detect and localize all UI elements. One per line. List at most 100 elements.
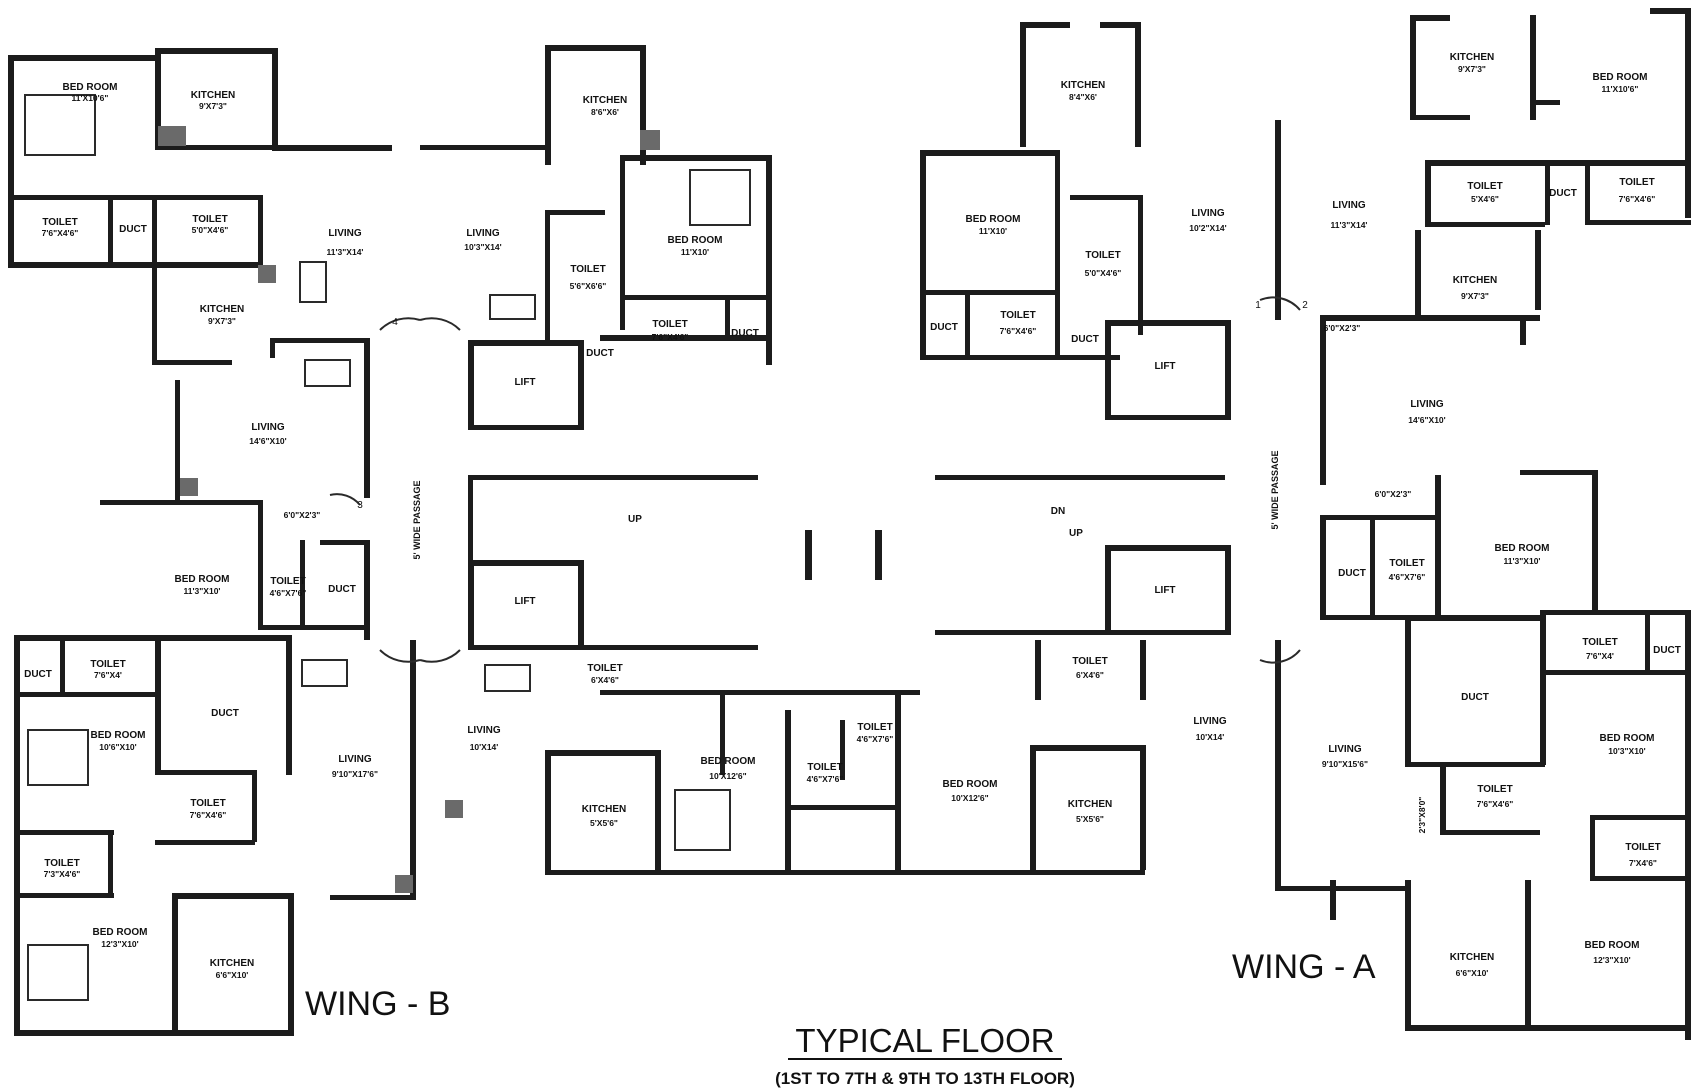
wb-toilet5-name: TOILET xyxy=(190,798,225,809)
wb-toilet11-name: TOILET xyxy=(857,722,892,733)
wb-toilet10-name: TOILET xyxy=(807,762,842,773)
wb-toilet3-name: TOILET xyxy=(270,576,305,587)
wa-toilet8-dim: 7'6"X4'6" xyxy=(1477,799,1514,809)
wb-kitchen1-dim: 9'X7'3" xyxy=(199,101,227,111)
wa-toilet7-name: TOILET xyxy=(1582,637,1617,648)
wa-bed5-name: BED ROOM xyxy=(1600,733,1655,744)
wa-duct1: DUCT xyxy=(930,322,958,333)
wb-toilet9-name: TOILET xyxy=(587,663,622,674)
wa-living4-name: LIVING xyxy=(1410,399,1444,410)
wb-toilet1-name: TOILET xyxy=(42,217,77,228)
wa-toilet4-dim: 5'X4'6" xyxy=(1471,194,1499,204)
wb-bed4-name: BED ROOM xyxy=(93,927,148,938)
wa-wall-dim: 2'3"X8'0" xyxy=(1417,797,1427,834)
wa-duct3: DUCT xyxy=(1549,188,1577,199)
point-1: 1 xyxy=(1255,300,1261,311)
wb-bed3-name: BED ROOM xyxy=(91,730,146,741)
wa-toilet2-dim: 7'6"X4'6" xyxy=(1000,326,1037,336)
wa-toilet9-dim: 7'X4'6" xyxy=(1629,858,1657,868)
wa-bed4-name: BED ROOM xyxy=(1495,543,1550,554)
wa-passage-label: 5' WIDE PASSAGE xyxy=(1270,451,1280,530)
wa-toilet6-dim: 4'6"X7'6" xyxy=(1389,572,1426,582)
wb-duct6: DUCT xyxy=(586,348,614,359)
wb-bed6-name: BED ROOM xyxy=(701,756,756,767)
wb-toilet8-dim: 7'6"X4'6" xyxy=(652,332,689,342)
wing-a-walls xyxy=(895,8,1691,1040)
wa-bed1-name: BED ROOM xyxy=(966,214,1021,225)
wa-toilet1-dim: 5'0"X4'6" xyxy=(1085,268,1122,278)
wb-living4-dim: 10'3"X14' xyxy=(464,242,501,252)
wb-duct3: DUCT xyxy=(24,669,52,680)
wb-bed1-name: BED ROOM xyxy=(63,82,118,93)
wa-kitchen3-dim: 9'X7'3" xyxy=(1458,64,1486,74)
wb-living3-name: LIVING xyxy=(338,754,372,765)
wb-toilet4-name: TOILET xyxy=(90,659,125,670)
wa-duct5: DUCT xyxy=(1461,692,1489,703)
wb-toilet9-dim: 6'X4'6" xyxy=(591,675,619,685)
wa-toilet5-dim: 7'6"X4'6" xyxy=(1619,194,1656,204)
wb-toilet6-dim: 7'3"X4'6" xyxy=(44,869,81,879)
wb-duct5: DUCT xyxy=(731,328,759,339)
wa-toilet1-name: TOILET xyxy=(1085,250,1120,261)
wb-bed3-dim: 10'6"X10' xyxy=(99,742,136,752)
wa-toilet9-name: TOILET xyxy=(1625,842,1660,853)
wb-toilet1-dim: 7'6"X4'6" xyxy=(42,228,79,238)
wa-duct6: DUCT xyxy=(1653,645,1681,656)
wa-living2-name: LIVING xyxy=(1193,716,1227,727)
wb-kitchen5-dim: 5'X5'6" xyxy=(590,818,618,828)
wing-a-label: WING - A xyxy=(1232,948,1376,986)
wa-living2-dim: 10'X14' xyxy=(1196,732,1225,742)
wb-bed6-dim: 10'X12'6" xyxy=(709,771,746,781)
wb-kitchen2-name: KITCHEN xyxy=(200,304,244,315)
wa-toilet2-name: TOILET xyxy=(1000,310,1035,321)
wb-kitchen1-name: KITCHEN xyxy=(191,90,235,101)
wb-bed4-dim: 12'3"X10' xyxy=(101,939,138,949)
wa-kitchen3-name: KITCHEN xyxy=(1450,52,1494,63)
wing-b-labels: BED ROOM 11'X10'6" KITCHEN 9'X7'3" TOILE… xyxy=(24,82,893,980)
wa-passage-dim: 6'0"X2'3" xyxy=(1324,323,1361,333)
wb-living2-dim: 14'6"X10' xyxy=(249,436,286,446)
wing-b-label: WING - B xyxy=(305,985,450,1023)
wb-kitchen5-name: KITCHEN xyxy=(582,804,626,815)
wb-toilet2-dim: 5'0"X4'6" xyxy=(192,225,229,235)
wb-kitchen4-name: KITCHEN xyxy=(583,95,627,106)
wb-bed1-dim: 11'X10'6" xyxy=(72,93,109,103)
wa-living4-dim: 14'6"X10' xyxy=(1408,415,1445,425)
wa-kitchen1-dim: 8'4"X6' xyxy=(1069,92,1097,102)
wa-toilet5-name: TOILET xyxy=(1619,177,1654,188)
wa-living5-name: LIVING xyxy=(1328,744,1362,755)
wb-kitchen4-dim: 8'6"X6' xyxy=(591,107,619,117)
wb-duct1: DUCT xyxy=(119,224,147,235)
wb-living1-name: LIVING xyxy=(328,228,362,239)
stair-dn: DN xyxy=(1051,506,1065,517)
wb-passage-label: 5' WIDE PASSAGE xyxy=(412,481,422,560)
wa-living1-dim: 10'2"X14' xyxy=(1189,223,1226,233)
wb-kitchen3-dim: 6'6"X10' xyxy=(216,970,249,980)
wb-living1-dim: 11'3"X14' xyxy=(327,247,364,257)
wb-toilet8-name: TOILET xyxy=(652,319,687,330)
wb-living5-dim: 10'X14' xyxy=(470,742,499,752)
wa-kitchen2-name: KITCHEN xyxy=(1068,799,1112,810)
stair-up-right: UP xyxy=(1069,528,1083,539)
point-3: 3 xyxy=(357,500,363,511)
wb-toilet7-dim: 5'6"X6'6" xyxy=(570,281,607,291)
wb-kitchen2-dim: 9'X7'3" xyxy=(208,316,236,326)
wing-b-walls xyxy=(8,45,920,1036)
wb-toilet5-dim: 7'6"X4'6" xyxy=(190,810,227,820)
wb-bed2-name: BED ROOM xyxy=(175,574,230,585)
wa-duct2: DUCT xyxy=(1071,334,1099,345)
wa-bed1-dim: 11'X10' xyxy=(979,226,1007,236)
wb-toilet11-dim: 4'6"X7'6" xyxy=(857,734,894,744)
wb-living5-name: LIVING xyxy=(467,725,501,736)
wb-toilet2-name: TOILET xyxy=(192,214,227,225)
wa-toilet3-dim: 6'X4'6" xyxy=(1076,670,1104,680)
wa-living5-dim: 9'10"X15'6" xyxy=(1322,759,1368,769)
wb-bed5-name: BED ROOM xyxy=(668,235,723,246)
wa-bed4-dim: 11'3"X10' xyxy=(1504,556,1541,566)
wing-a-labels: KITCHEN 8'4"X6' BED ROOM 11'X10' TOILET … xyxy=(930,52,1681,978)
wa-kitchen4-name: KITCHEN xyxy=(1453,275,1497,286)
wb-duct4: DUCT xyxy=(211,708,239,719)
title-underline xyxy=(788,1058,1062,1060)
wa-toilet8-name: TOILET xyxy=(1477,784,1512,795)
wa-passage-dim2: 6'0"X2'3" xyxy=(1375,489,1412,499)
